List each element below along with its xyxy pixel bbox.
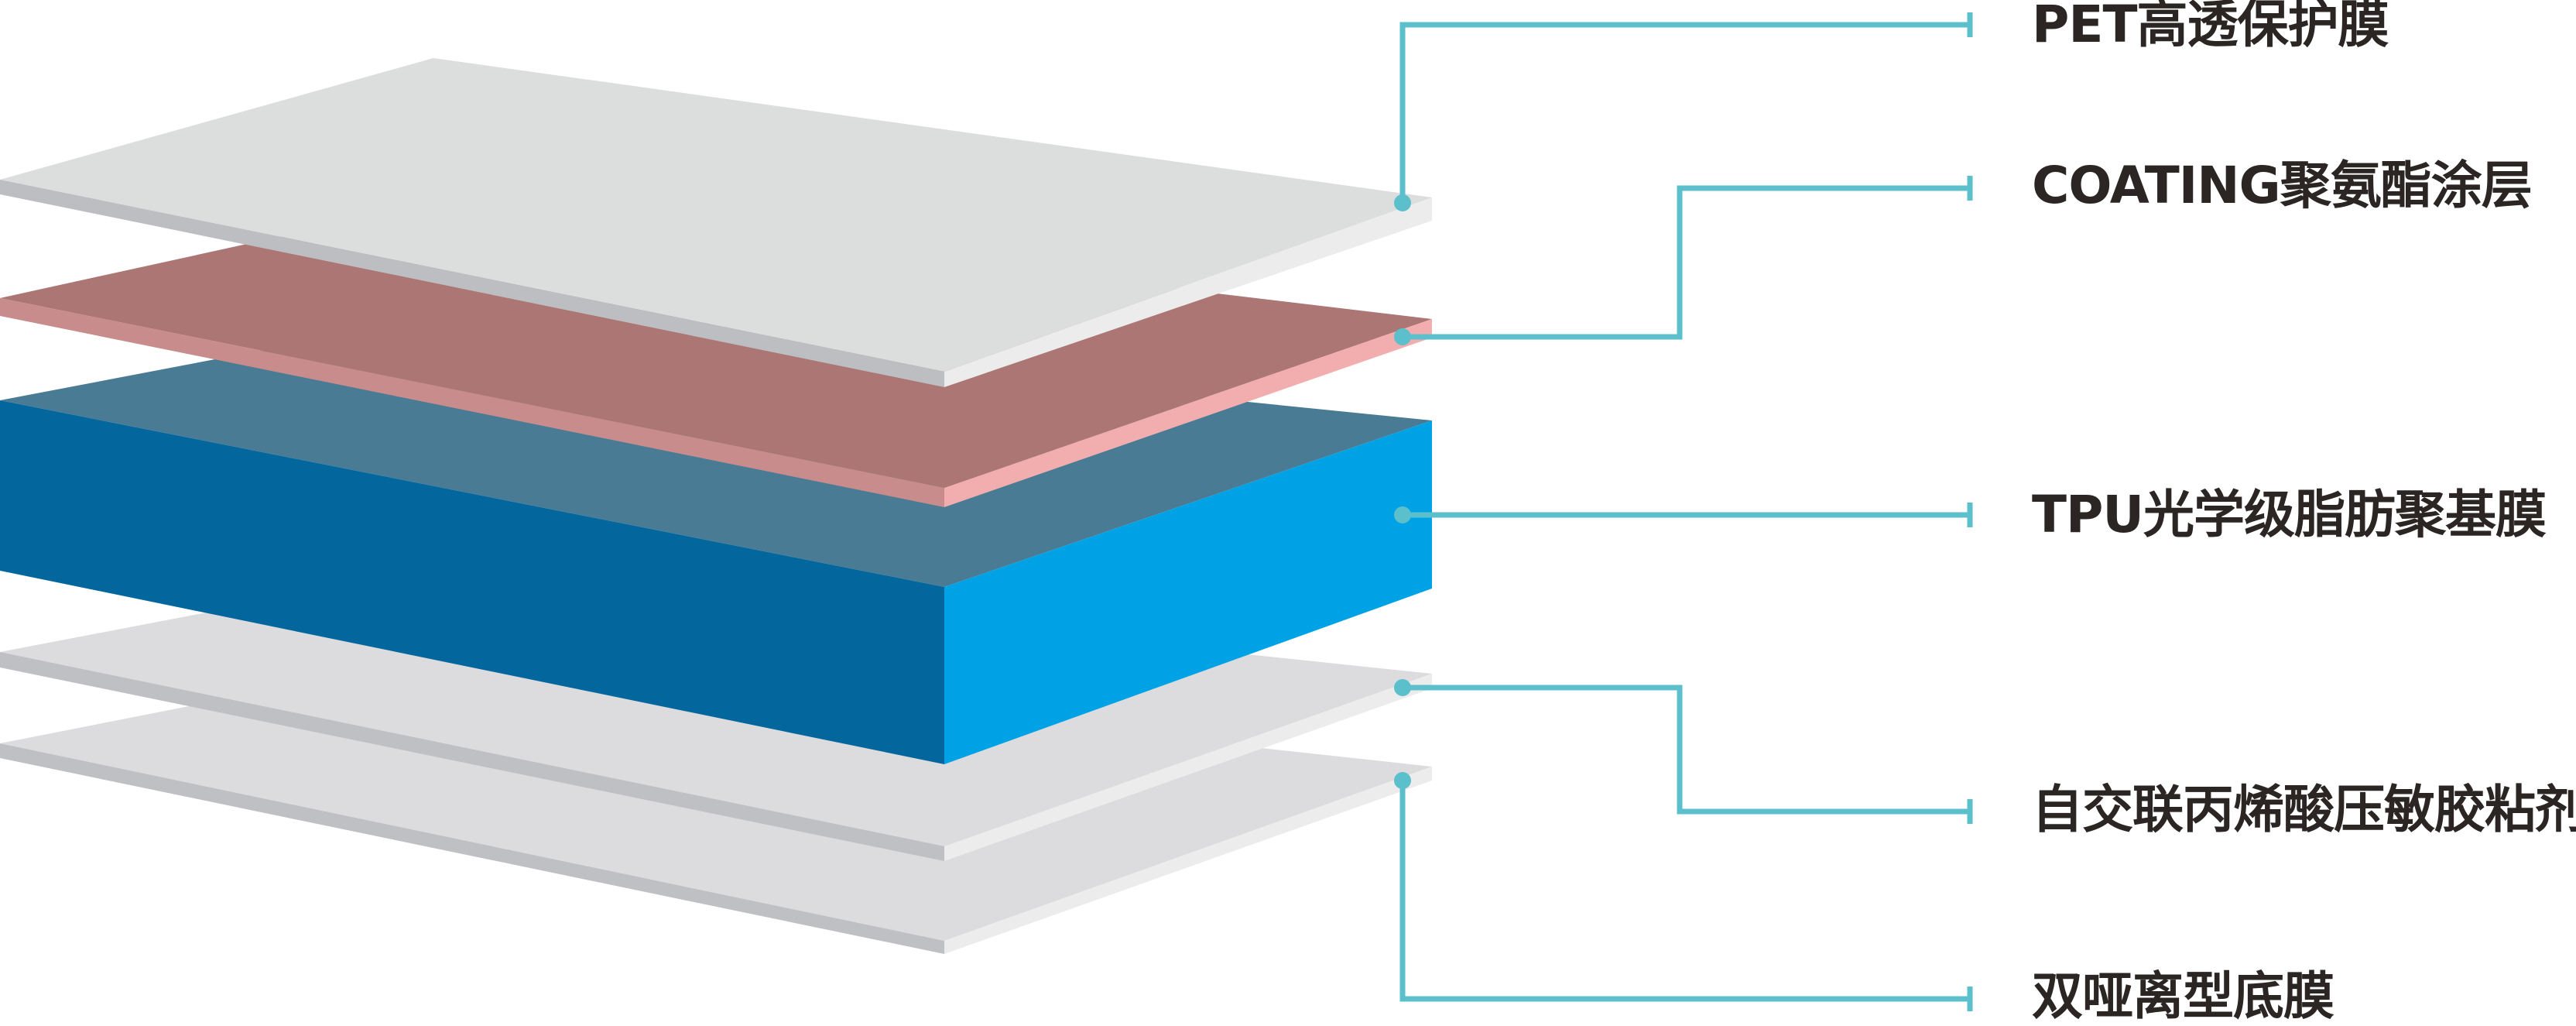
callout-line-release <box>1399 781 1970 1002</box>
callout-line-adhesive <box>1403 685 1970 815</box>
callout-dot-tpu <box>1394 506 1411 523</box>
tpu-side-face <box>944 420 1432 764</box>
pet-film-side-edge <box>944 197 1432 387</box>
release-film-side-edge <box>944 767 1432 954</box>
callout-dot-pet <box>1394 194 1411 211</box>
label-release-film: 双哑离型底膜 <box>2032 966 2334 1026</box>
coating-side-edge <box>944 319 1432 507</box>
label-tpu-film: TPU光学级脂肪聚基膜 <box>2032 485 2547 544</box>
adhesive-film-front-edge <box>0 652 944 861</box>
label-coating: COATING聚氨酯涂层 <box>2032 156 2533 215</box>
callout-dot-coating <box>1394 328 1411 345</box>
release-film-front-edge <box>0 743 944 954</box>
pet-film-top-face <box>0 58 1432 372</box>
tpu-front-face <box>0 400 944 764</box>
label-adhesive: 自交联丙烯酸压敏胶粘剂 <box>2032 780 2576 839</box>
callout-dot-release <box>1394 772 1411 789</box>
coating-front-edge <box>0 298 944 507</box>
label-pet-film: PET高透保护膜 <box>2032 0 2389 54</box>
layer-coating <box>0 201 1432 507</box>
callout-dot-adhesive <box>1394 679 1411 696</box>
pet-film-front-edge <box>0 180 944 387</box>
coating-top-face <box>0 201 1432 488</box>
callout-line-pet <box>1399 22 1970 203</box>
callout-line-coating <box>1403 185 1970 340</box>
adhesive-film-side-edge <box>944 674 1432 861</box>
layer-pet-film <box>0 58 1432 387</box>
